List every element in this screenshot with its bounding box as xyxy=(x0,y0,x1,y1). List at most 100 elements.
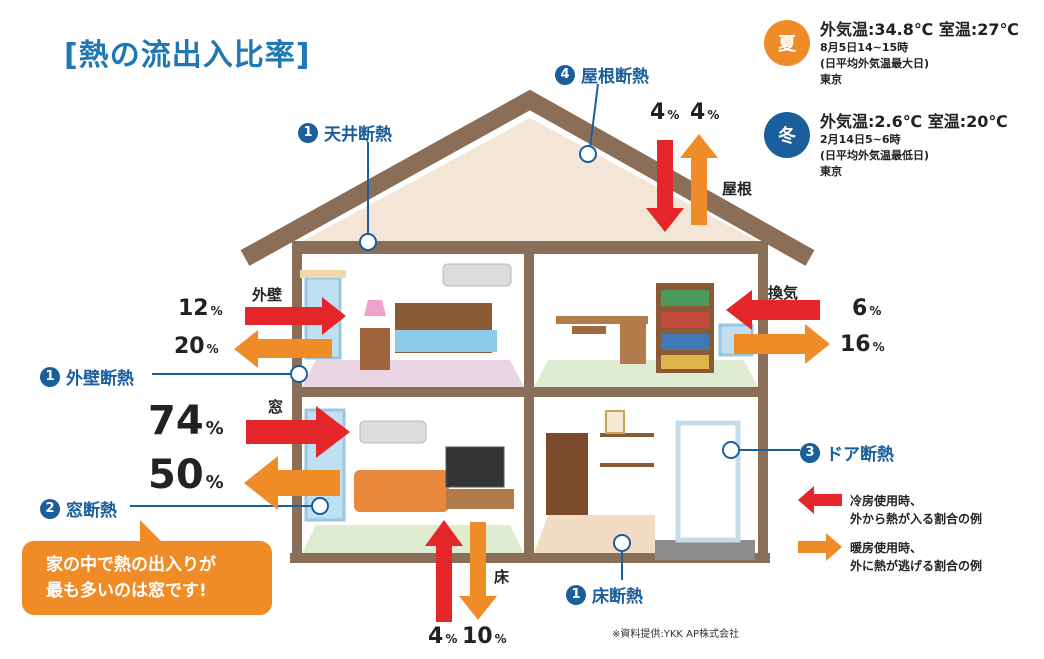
summer-text: 外気温:34.8℃ 室温:27℃ 8月5日14~15時 (日平均外気温最大日) … xyxy=(820,20,1019,88)
sofa xyxy=(354,470,449,512)
callout-line-2: 最も多いのは窓です! xyxy=(46,581,207,601)
window-in-arrow xyxy=(246,406,350,458)
ceiling-insulation-label: 1 天井断熱 xyxy=(298,120,392,145)
wall-in-value: 12% xyxy=(178,296,223,321)
vent-out-arrow xyxy=(734,324,830,364)
legend-heating: 暖房使用時、 外に熱が逃げる割合の例 xyxy=(850,539,982,575)
floor-out-arrow xyxy=(459,522,497,620)
roof-number-badge: 4 xyxy=(555,64,575,85)
wall-out-arrow xyxy=(234,330,332,368)
aircon-lower xyxy=(359,420,427,444)
window-in-value: 74% xyxy=(148,398,224,444)
roof-insulation-label: 4 屋根断熱 xyxy=(555,62,649,87)
books-row-3 xyxy=(661,334,709,350)
floor-category: 床 xyxy=(494,568,510,586)
roof-out-value: 4% xyxy=(690,100,720,125)
curtain-rail xyxy=(300,270,346,278)
tv xyxy=(445,446,505,488)
chair xyxy=(572,326,606,334)
summer-info: 夏 外気温:34.8℃ 室温:27℃ 8月5日14~15時 (日平均外気温最大日… xyxy=(764,20,1019,88)
roof-category: 屋根 xyxy=(722,180,753,198)
roof-in-arrow xyxy=(646,140,684,232)
winter-badge: 冬 xyxy=(764,112,810,158)
door-insulation-label: 3 ドア断熱 xyxy=(800,440,894,465)
ventilation-category: 換気 xyxy=(768,284,799,302)
ceiling-number-badge: 1 xyxy=(298,122,318,143)
shelf-top xyxy=(600,433,654,437)
winter-temperature: 外気温:2.6℃ 室温:20℃ xyxy=(820,112,1008,131)
aircon-upper xyxy=(442,263,512,287)
vent-out-value: 16% xyxy=(840,332,885,357)
desk-drawers xyxy=(620,324,646,364)
wall-insulation-text: 外壁断熱 xyxy=(66,369,134,389)
door-marker xyxy=(722,441,740,459)
callout-tail xyxy=(140,520,165,545)
summer-date: 8月5日14~15時 xyxy=(820,41,909,54)
inner-door xyxy=(546,433,588,515)
wall-in-arrow xyxy=(245,297,346,335)
tv-stand xyxy=(446,489,514,509)
legend-heating-line-2: 外に熱が逃げる割合の例 xyxy=(850,559,983,573)
window-marker xyxy=(311,497,329,515)
summer-place: 東京 xyxy=(820,73,842,86)
books-row-2 xyxy=(661,312,709,328)
legend-cooling-line-2: 外から熱が入る割合の例 xyxy=(850,512,983,526)
wall-out-value: 20% xyxy=(174,334,219,359)
books-row-4 xyxy=(661,355,709,369)
window-number-badge: 2 xyxy=(40,498,60,519)
floor-insulation-text: 床断熱 xyxy=(592,587,643,607)
legend-cooling-line-1: 冷房使用時、 xyxy=(850,494,923,508)
shelf-bottom xyxy=(600,463,654,467)
window-callout: 家の中で熱の出入りが 最も多いのは窓です! xyxy=(22,541,272,615)
outer-wall-category: 外壁 xyxy=(252,286,283,304)
floor-out-value: 10% xyxy=(462,624,507,649)
door-number-badge: 3 xyxy=(800,442,820,463)
lamp xyxy=(364,300,386,316)
attic xyxy=(290,118,770,248)
legend-cooling: 冷房使用時、 外から熱が入る割合の例 xyxy=(850,492,982,528)
floor-number-badge: 1 xyxy=(566,584,586,605)
window-category: 窓 xyxy=(268,398,284,416)
floor-in-arrow xyxy=(425,520,463,622)
callout-line-1: 家の中で熱の出入りが xyxy=(46,555,216,575)
window-out-arrow xyxy=(244,456,340,510)
hall-floor xyxy=(534,515,655,553)
roof-insulation-text: 屋根断熱 xyxy=(581,67,649,87)
roof-marker xyxy=(579,145,597,163)
source-credit: ※資料提供:YKK AP株式会社 xyxy=(612,629,740,640)
living-floor xyxy=(302,525,524,553)
vent-in-arrow xyxy=(726,290,820,330)
front-door xyxy=(675,420,741,543)
legend-heating-line-1: 暖房使用時、 xyxy=(850,541,923,555)
nightstand xyxy=(360,328,390,370)
window-insulation-text: 窓断熱 xyxy=(66,501,117,521)
page-title: [熱の流出入比率] xyxy=(64,38,311,73)
winter-date: 2月14日5~6時 xyxy=(820,133,901,146)
wall-insulation-label: 1 外壁断熱 xyxy=(40,364,134,389)
study-floor xyxy=(534,360,758,387)
ceiling-insulation-text: 天井断熱 xyxy=(324,125,392,145)
winter-info: 冬 外気温:2.6℃ 室温:20℃ 2月14日5~6時 (日平均外気温最低日) … xyxy=(764,112,1008,180)
legend-red-arrow xyxy=(798,486,842,514)
vent-in-value: 6% xyxy=(852,296,882,321)
entrance-step xyxy=(655,540,755,560)
bed-blanket xyxy=(395,330,497,352)
roof-connector xyxy=(589,83,599,149)
legend-orange-arrow xyxy=(798,533,842,561)
picture-frame xyxy=(605,410,625,434)
winter-text: 外気温:2.6℃ 室温:20℃ 2月14日5~6時 (日平均外気温最低日) 東京 xyxy=(820,112,1008,180)
wall-number-badge: 1 xyxy=(40,366,60,387)
winter-note: (日平均外気温最低日) xyxy=(820,149,930,162)
floor-marker xyxy=(613,534,631,552)
floor-in-value: 4% xyxy=(428,624,458,649)
ceiling-marker xyxy=(359,233,377,251)
roof-out-arrow xyxy=(680,134,718,225)
summer-temperature: 外気温:34.8℃ 室温:27℃ xyxy=(820,20,1019,39)
bedroom-floor xyxy=(302,360,524,387)
door-insulation-text: ドア断熱 xyxy=(826,445,894,465)
roof xyxy=(240,89,815,266)
roof-in-value: 4% xyxy=(650,100,680,125)
books-row-1 xyxy=(661,290,709,306)
window-insulation-label: 2 窓断熱 xyxy=(40,496,117,521)
